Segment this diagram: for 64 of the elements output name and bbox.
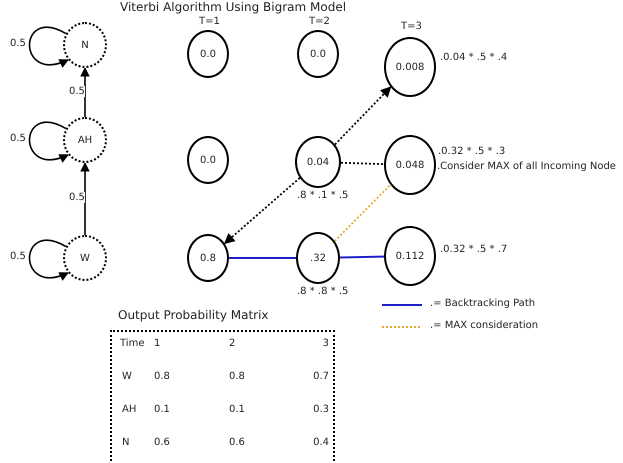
table-cell: 0.1 (229, 404, 245, 415)
probability-ellipse (384, 37, 436, 97)
column-label: T=1 (199, 16, 220, 27)
diagram-title: Viterbi Algorithm Using Bigram Model (120, 0, 346, 14)
node-label: N (81, 40, 89, 50)
table-cell: 0.6 (229, 437, 245, 448)
probability-ellipse (187, 30, 229, 78)
header-cell: N (122, 437, 130, 448)
probability-ellipse (297, 30, 339, 78)
node-label: 0.0 (310, 48, 326, 60)
legend-text: .= Backtracking Path (430, 298, 536, 309)
node-label: 0.048 (396, 160, 424, 170)
header-cell: 2 (229, 338, 236, 349)
connector-line (334, 184, 392, 242)
arrow (28, 122, 70, 162)
formula-text: .0.32 * .5 * .7 (440, 244, 508, 255)
legend-text: .= MAX consideration (430, 320, 538, 331)
formula-text: .8 * .1 * .5 (297, 190, 348, 201)
table-cell: 0.8 (229, 371, 245, 382)
probability-ellipse (187, 234, 229, 282)
table-title: Output Probability Matrix (118, 308, 269, 322)
node-label: AH (78, 134, 92, 146)
formula-text: .Consider MAX of all Incoming Node (437, 161, 616, 172)
node-label: 0.112 (396, 250, 424, 262)
header-cell: 1 (154, 338, 160, 349)
arrow (28, 26, 70, 68)
edge-label: 0.5 (10, 133, 26, 144)
table-cell: 0.3 (313, 404, 329, 415)
node-label: 0.04 (306, 156, 330, 168)
arrow (224, 177, 300, 244)
formula-text: .0.32 * .5 * .3 (438, 146, 506, 157)
node-label: 0.0 (200, 48, 216, 60)
arrow (28, 240, 70, 280)
edge-label: 0.5 (10, 38, 26, 49)
arrow (80, 162, 90, 235)
table-cell: 0.6 (154, 437, 170, 448)
table-cell: 0.8 (154, 371, 170, 382)
column-label: T=2 (309, 16, 330, 27)
node-label: 0.0 (200, 154, 216, 166)
header-cell: Time (120, 338, 144, 349)
probability-ellipse (296, 232, 340, 284)
connector-line (340, 256, 384, 259)
header-cell: AH (122, 404, 136, 415)
arrow (334, 86, 392, 146)
node-label: 0.8 (200, 252, 216, 264)
arrow (80, 67, 90, 117)
connector-line (340, 162, 384, 166)
table-cell: 0.4 (313, 437, 329, 448)
edge-label: 0.5 (10, 251, 26, 262)
formula-text: .0.04 * .5 * .4 (440, 52, 508, 63)
edge-label: 0.5 (69, 192, 85, 203)
header-cell: 3 (322, 338, 329, 349)
probability-ellipse (295, 136, 341, 188)
node-label: W (80, 252, 90, 264)
table-cell: 0.1 (154, 404, 170, 415)
node-label: 0.008 (396, 62, 424, 72)
formula-text: .8 * .8 * .5 (297, 286, 348, 297)
column-label: T=3 (401, 21, 422, 32)
node-label: .32 (310, 252, 326, 264)
header-cell: W (122, 371, 132, 382)
connector-line (229, 257, 296, 259)
table-cell: 0.7 (313, 371, 329, 382)
edge-label: 0.5 (69, 86, 85, 96)
probability-ellipse (187, 136, 229, 184)
